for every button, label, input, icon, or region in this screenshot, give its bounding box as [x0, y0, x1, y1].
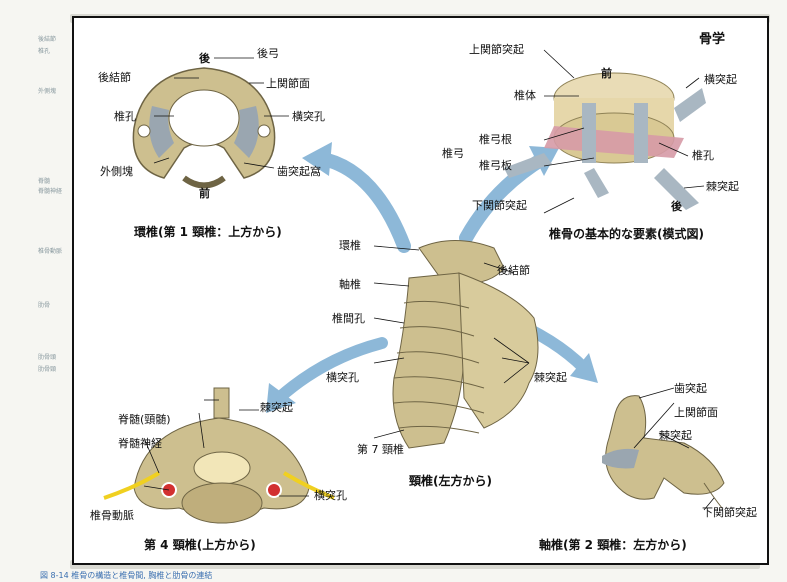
atlas-title: 環椎(第 1 頸椎：上方から) [134, 225, 282, 239]
cervical-label-posterior-tubercle: 後結節 [497, 264, 530, 277]
figure-card: 骨学 後 前 後弓 後結節 上関節面 椎孔 横突孔 外側塊 歯突起窩 環椎(第 … [72, 16, 769, 565]
c4-label-spinous: 棘突起 [260, 401, 293, 414]
axis-label-inf-articular: 下関節突起 [702, 506, 757, 519]
arrow-to-c4-head [266, 383, 296, 413]
schematic-label-foramen: 椎孔 [692, 149, 714, 162]
atlas-label-dens-facet: 歯突起窩 [277, 165, 321, 178]
schematic-label-sup-articular: 上関節突起 [469, 43, 524, 56]
atlas-label-superior-facet: 上関節面 [266, 77, 310, 90]
atlas-bottom-label: 前 [199, 187, 210, 200]
atlas-top-label: 後 [199, 52, 210, 65]
schematic-title: 椎骨の基本的な要素(模式図) [549, 227, 704, 241]
cervical-title: 頸椎(左方から) [409, 474, 492, 488]
cervical-label-atlas: 環椎 [339, 239, 361, 252]
bg-side-label: 肋骨頸 [38, 366, 57, 373]
schematic-vertebra [504, 72, 706, 210]
schematic-label-lamina: 椎弓板 [479, 159, 512, 172]
atlas-label-transverse-foramen: 横突孔 [292, 110, 325, 123]
axis-label-superior-facet: 上関節面 [674, 406, 718, 419]
schematic-label-inf-articular: 下関節突起 [472, 199, 527, 212]
arrow-to-atlas-head [302, 142, 332, 176]
axis-title: 軸椎(第 2 頸椎：左方から) [539, 538, 687, 552]
arrow-to-axis-head [570, 353, 598, 383]
cervical-column [392, 240, 539, 449]
arrow-to-atlas [312, 151, 411, 253]
schematic-label-body: 椎体 [514, 89, 536, 102]
c4-label-spinal-cord: 脊髄(頸髄) [118, 413, 171, 426]
atlas-label-posterior-tubercle: 後結節 [98, 71, 131, 84]
atlas-label-foramen: 椎孔 [114, 110, 136, 123]
bg-side-label: 脊髄 [38, 178, 51, 185]
schematic-label-pedicle: 椎弓根 [479, 133, 512, 146]
atlas-label-posterior-arch: 後弓 [257, 47, 279, 60]
cervical-label-c7: 第 7 頸椎 [357, 443, 404, 456]
cervical-label-intervertebral-foramen: 椎間孔 [332, 312, 365, 325]
schematic-top-label: 前 [601, 67, 612, 80]
c4-label-transverse-foramen: 横突孔 [314, 489, 347, 502]
bg-side-label: 椎孔 [38, 48, 51, 55]
section-title: 骨学 [699, 32, 726, 47]
axis-label-dens: 歯突起 [674, 382, 707, 395]
axis-label-spinous: 棘突起 [659, 429, 692, 442]
axis-vertebra [602, 395, 725, 509]
bg-side-label: 後結節 [38, 36, 57, 43]
arrow-to-c4 [273, 337, 388, 404]
atlas-bone [132, 67, 276, 189]
cervical-label-spinous: 棘突起 [534, 371, 567, 384]
bg-side-label: 脊髄神経 [38, 188, 63, 195]
anatomy-illustration [103, 49, 725, 524]
cervical-label-axis: 軸椎 [339, 278, 361, 291]
schematic-label-transverse: 横突起 [704, 73, 737, 86]
c4-title: 第 4 頸椎(上方から) [144, 538, 256, 552]
c4-vertebra [103, 387, 335, 524]
c4-label-spinal-nerve: 脊髄神経 [118, 437, 162, 450]
schematic-bottom-label: 後 [671, 200, 682, 213]
figure-caption: 図 8-14 椎骨の構造と椎骨間, 胸椎と肋骨の連結 [40, 571, 213, 580]
bg-side-label: 外側塊 [38, 88, 57, 95]
bg-side-label: 肋骨頭 [38, 354, 57, 361]
bg-side-label: 椎骨動脈 [38, 248, 63, 255]
bg-side-label: 肋骨 [38, 302, 51, 309]
schematic-label-arch: 椎弓 [442, 147, 464, 160]
cervical-label-transverse-foramen: 横突孔 [326, 371, 359, 384]
atlas-label-lateral-mass: 外側塊 [100, 165, 133, 178]
c4-label-vertebral-artery: 椎骨動脈 [90, 509, 134, 522]
schematic-label-spinous: 棘突起 [706, 180, 739, 193]
